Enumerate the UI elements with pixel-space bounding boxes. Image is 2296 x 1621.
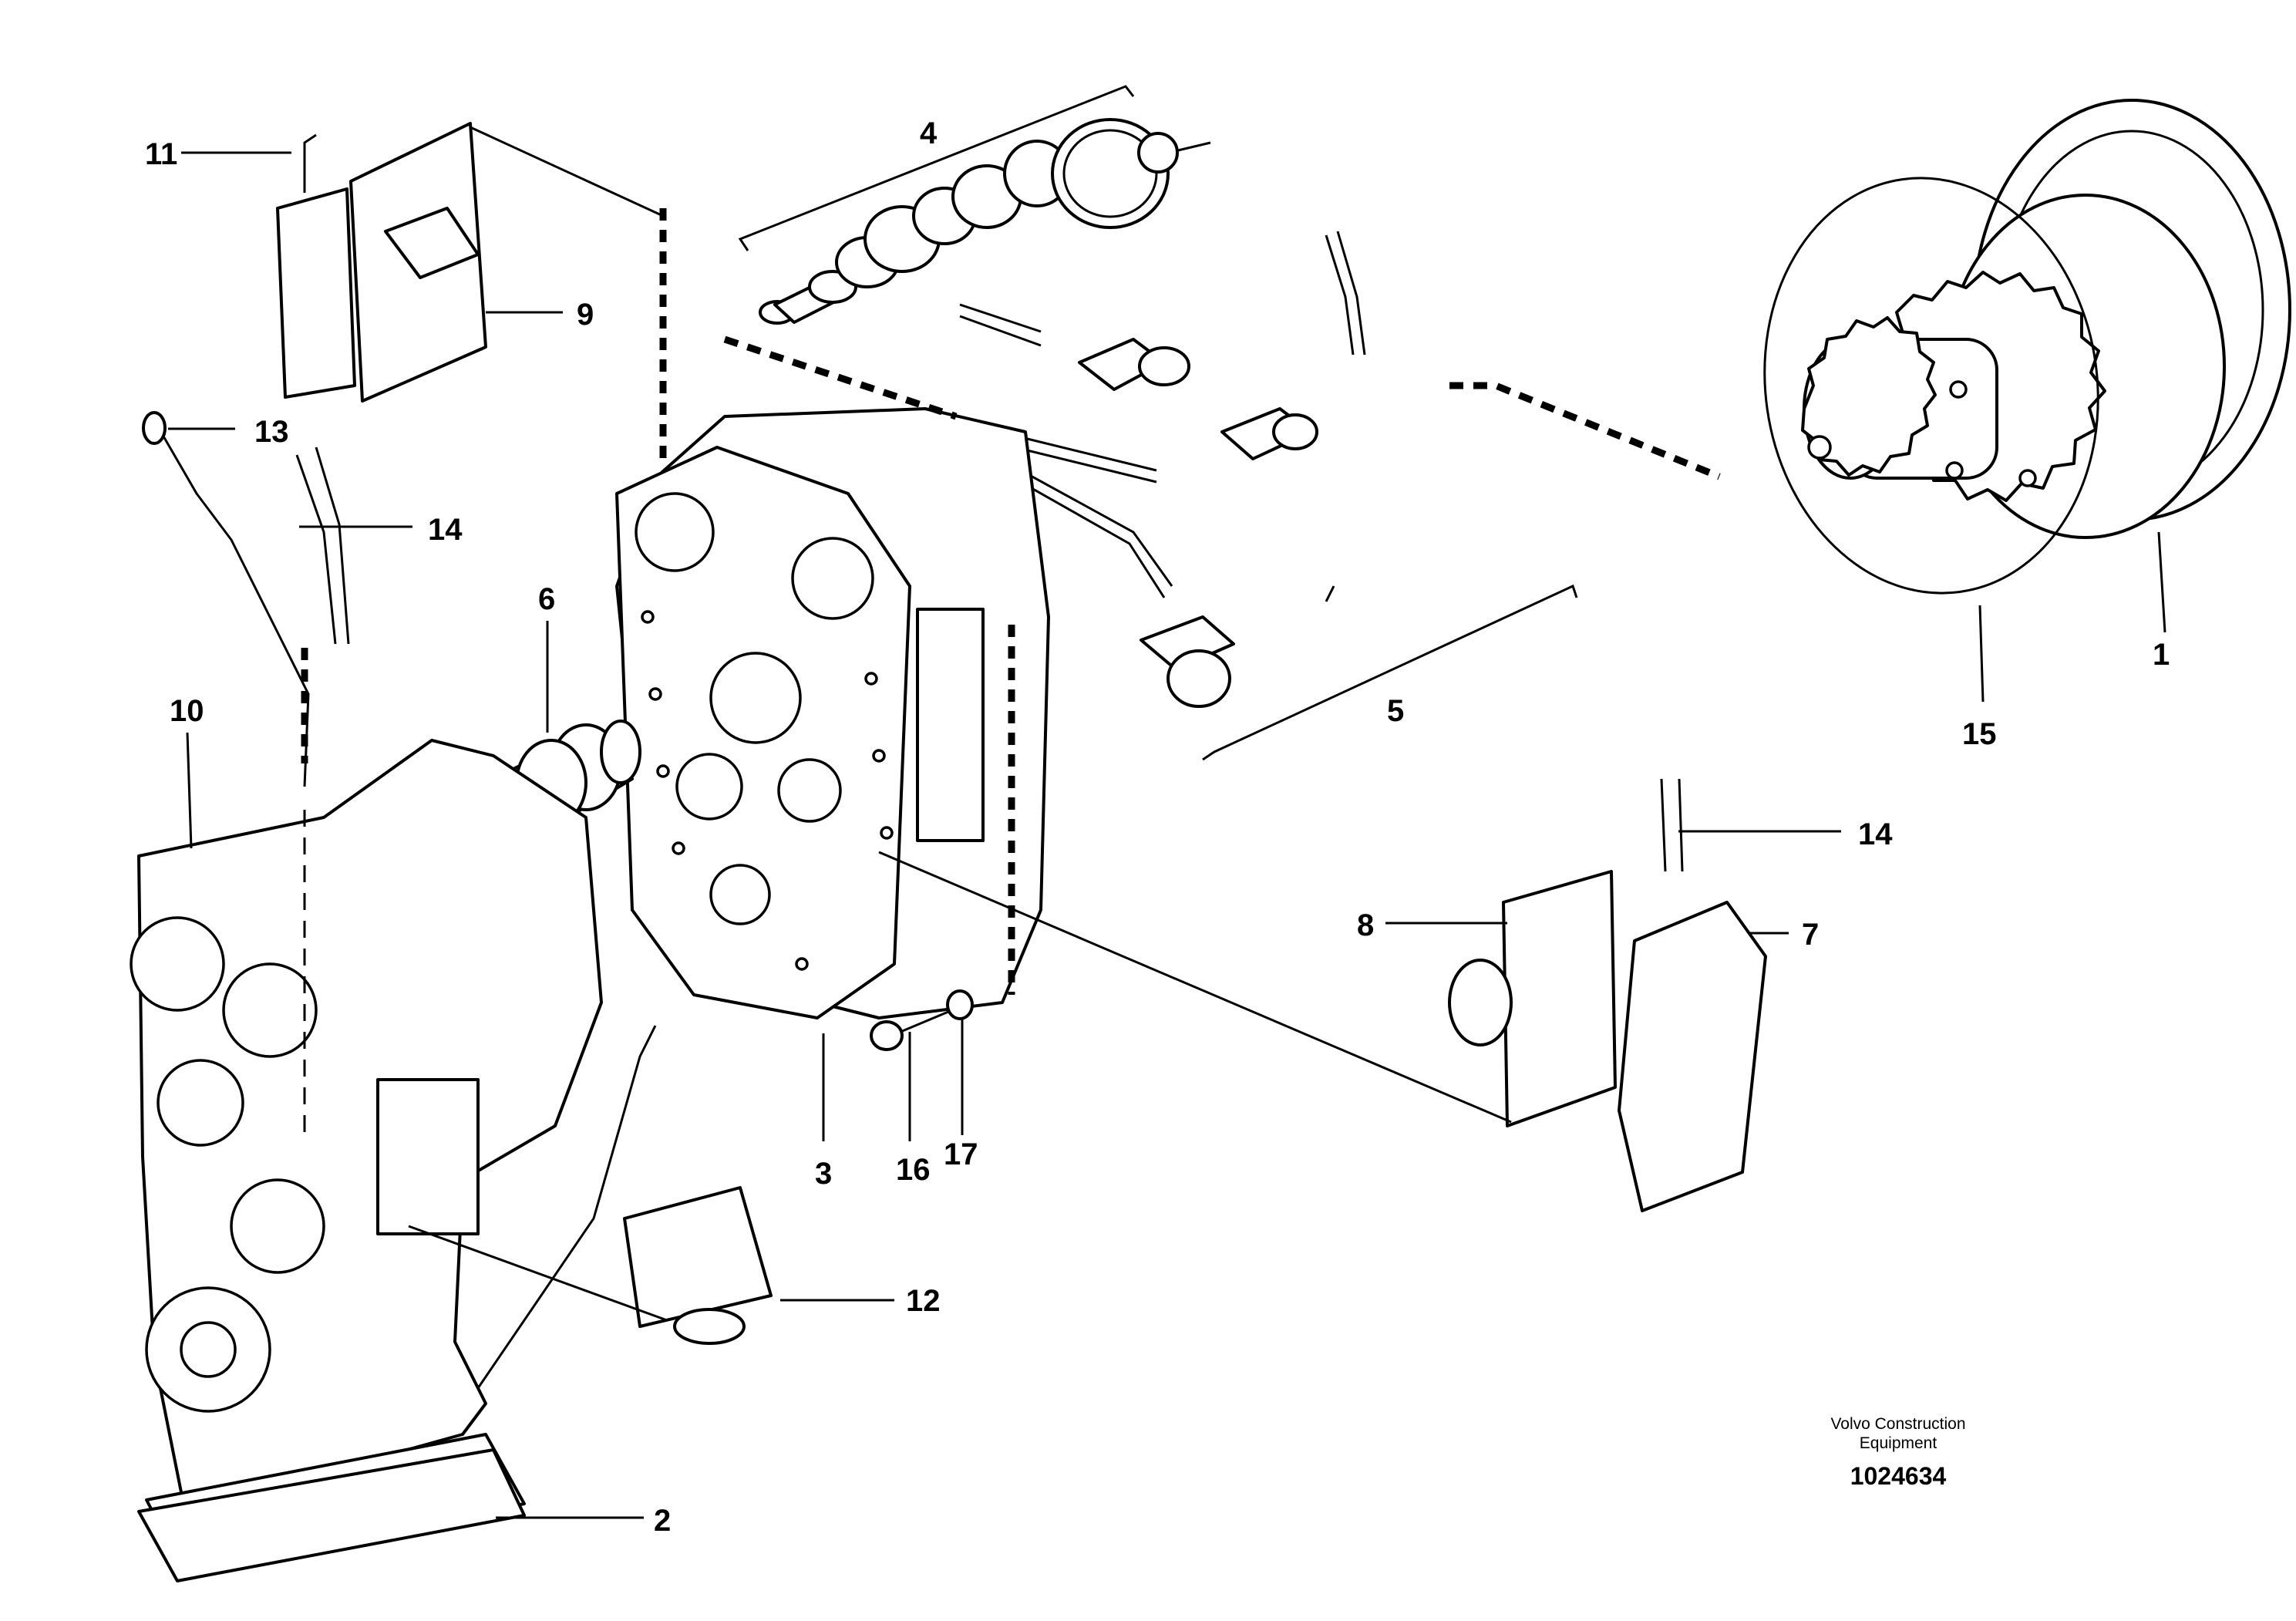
part-17-washer xyxy=(946,989,974,1020)
caption-line-2: Equipment xyxy=(1860,1434,1937,1452)
callout-13: 13 xyxy=(254,415,289,449)
callout-5: 5 xyxy=(1387,694,1404,728)
part-4-gear-bearing-stack xyxy=(759,118,1211,325)
part-8-valve-plate xyxy=(1448,870,1617,1127)
part-14-tube-lower xyxy=(1660,778,1684,872)
part-13-sensor-cable xyxy=(142,411,310,787)
part-16-bolt xyxy=(870,1010,949,1051)
callout-1: 1 xyxy=(2153,638,2170,672)
document-number: 1024634 xyxy=(1850,1462,1947,1490)
callout-4: 4 xyxy=(920,116,938,150)
callout-11: 11 xyxy=(145,137,177,171)
part-10-transmission-housing xyxy=(130,739,603,1575)
assembly-center-lines xyxy=(301,208,1721,1134)
part-1-torque-converter xyxy=(1801,99,2291,539)
callout-16: 16 xyxy=(896,1153,931,1187)
part-2-oil-pan xyxy=(137,1448,526,1582)
group-4-bracket xyxy=(738,85,1135,251)
part-14-tube-upper xyxy=(295,447,350,645)
group-5-bracket xyxy=(1202,584,1578,761)
callout-8: 8 xyxy=(1357,908,1374,942)
part-5-valve-pipes xyxy=(959,231,1366,708)
callout-9: 9 xyxy=(577,298,594,332)
part-15-o-ring xyxy=(1763,177,2099,595)
callout-2: 2 xyxy=(654,1504,671,1538)
callout-12: 12 xyxy=(906,1284,941,1318)
callout-15: 15 xyxy=(1962,717,1997,751)
callout-14-lower: 14 xyxy=(1858,817,1893,851)
part-9-gear-selector-plate xyxy=(349,122,487,403)
part-11-control-unit xyxy=(276,133,356,399)
callout-3: 3 xyxy=(815,1157,832,1191)
publisher-caption: Volvo Construction Equipment 1024634 xyxy=(1830,1415,1965,1490)
callout-14-upper: 14 xyxy=(428,513,463,547)
callout-7: 7 xyxy=(1802,918,1819,952)
callout-10: 10 xyxy=(170,694,204,728)
callout-6: 6 xyxy=(538,582,555,616)
part-12-bracket xyxy=(476,1025,773,1389)
callout-labels: 11 4 9 13 14 6 1 10 5 15 14 8 7 16 17 3 … xyxy=(145,116,2170,1538)
caption-line-1: Volvo Construction xyxy=(1830,1415,1965,1433)
part-7-valve-block xyxy=(1618,901,1767,1212)
callout-17: 17 xyxy=(944,1137,978,1171)
part-3-housing-cover xyxy=(615,407,1050,1019)
leader-lines xyxy=(168,126,2166,1519)
